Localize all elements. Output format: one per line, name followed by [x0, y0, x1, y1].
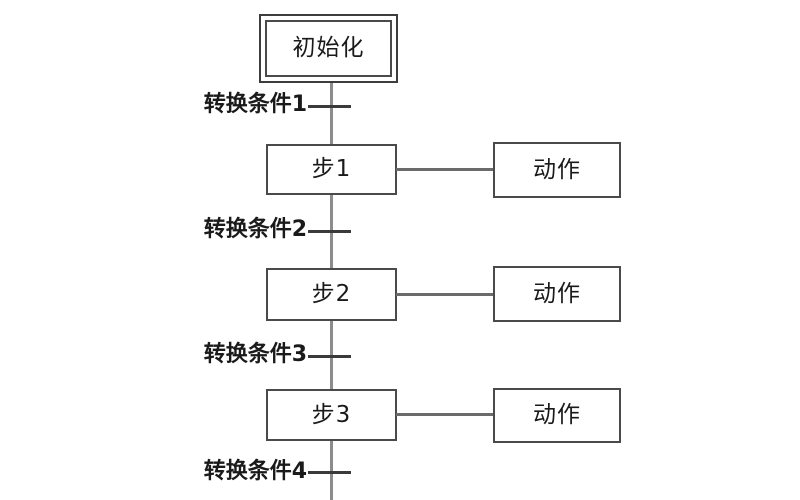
- step-box-3[interactable]: 步3: [266, 389, 397, 441]
- step-label-3: 步3: [311, 401, 352, 428]
- action-box-1[interactable]: 动作: [493, 142, 621, 198]
- step-box-2[interactable]: 步2: [266, 268, 397, 321]
- transition-label-1: 转换条件1: [203, 92, 307, 117]
- action-link-1: [396, 168, 494, 171]
- connector-line-step2-to-t3: [330, 320, 333, 360]
- transition-label-2: 转换条件2: [203, 217, 307, 242]
- action-link-2: [396, 293, 494, 296]
- connector-line-t2-to-step2: [330, 231, 333, 268]
- connector-line-t3-to-step3: [330, 355, 333, 390]
- step-label-2: 步2: [311, 281, 352, 307]
- connector-line-initial-to-t1: [330, 82, 333, 110]
- transition-label-3: 转换条件3: [203, 342, 307, 367]
- step-label-1: 步1: [311, 156, 352, 182]
- connector-line-step1-to-t2: [330, 194, 333, 236]
- action-link-3: [396, 413, 494, 416]
- action-label-1: 动作: [533, 156, 581, 183]
- transition-label-4: 转换条件4: [203, 459, 307, 484]
- connector-line-t1-to-step1: [330, 106, 333, 146]
- action-label-2: 动作: [533, 280, 581, 307]
- connector-line-t4-to-bottom: [330, 472, 333, 500]
- action-box-2[interactable]: 动作: [493, 266, 621, 322]
- transition-tick-1: [308, 105, 351, 108]
- initial-step-inner-frame: 初始化: [265, 20, 392, 77]
- transition-tick-3: [308, 355, 351, 358]
- initial-step-label: 初始化: [292, 35, 365, 61]
- transition-tick-2: [308, 230, 351, 233]
- connector-line-step3-to-t4: [330, 440, 333, 476]
- action-box-3[interactable]: 动作: [493, 388, 621, 443]
- action-label-3: 动作: [533, 402, 581, 428]
- step-box-1[interactable]: 步1: [266, 144, 397, 195]
- initial-step-box[interactable]: 初始化: [259, 14, 398, 83]
- transition-tick-4: [308, 471, 351, 474]
